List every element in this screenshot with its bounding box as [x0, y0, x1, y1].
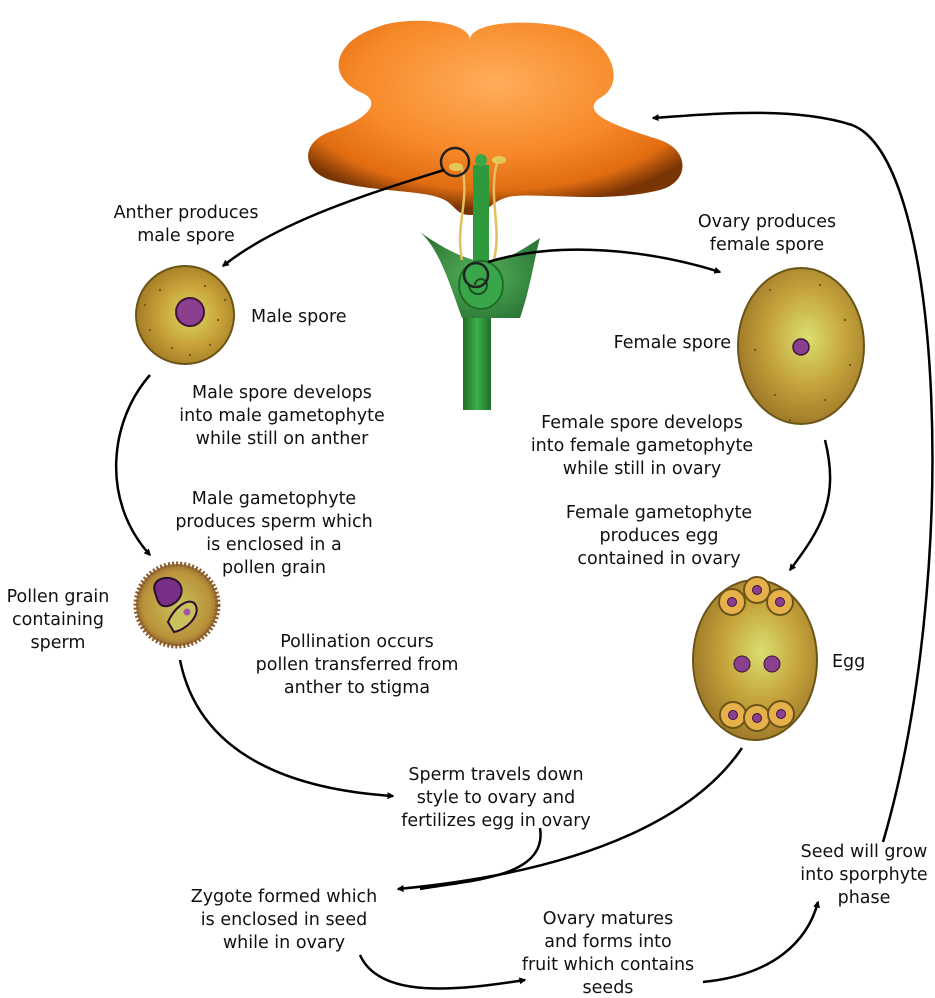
label-female-spore: Female spore: [614, 333, 731, 353]
label-line: anther to stigma: [284, 678, 430, 698]
label-line: Ovary produces: [698, 212, 836, 232]
arrow-female-spore-to-egg: [790, 440, 830, 570]
label-line: is enclosed in seed: [201, 910, 367, 930]
label-line: contained in ovary: [577, 549, 740, 569]
pollen-grain-cell: [136, 564, 218, 646]
label-line: phase: [838, 888, 891, 908]
label-line: pollen grain: [222, 558, 326, 578]
label-line: Male gametophyte: [192, 489, 356, 509]
label-line: pollen transferred from: [256, 655, 459, 675]
label-line: into male gametophyte: [179, 406, 384, 426]
label-line: Male spore: [251, 307, 347, 327]
arrow-sperm-to-zygote: [420, 828, 541, 889]
label-male-spore: Male spore: [251, 307, 347, 327]
label-male-develops: Male spore develops into male gametophyte…: [179, 383, 384, 449]
label-sperm-travels: Sperm travels down style to ovary and fert…: [401, 765, 591, 831]
egg-nucleus-left: [734, 656, 750, 672]
egg-cell: [693, 577, 817, 740]
arrow-male-spore-to-pollen: [116, 375, 150, 555]
label-ovary-matures: Ovary matures and forms into fruit which c…: [522, 909, 694, 998]
anther-right: [492, 156, 506, 164]
label-line: Pollen grain: [7, 587, 110, 607]
label-line: male spore: [137, 226, 234, 246]
label-line: Ovary matures: [543, 909, 673, 929]
label-line: Anther produces: [114, 203, 259, 223]
female-spore-cell: [738, 268, 864, 424]
pollen-sperm-large: [154, 578, 181, 606]
arrow-zygote-to-ovary-matures: [360, 955, 525, 989]
label-line: Seed will grow: [801, 842, 928, 862]
label-line: while in ovary: [223, 933, 345, 953]
label-zygote: Zygote formed which is enclosed in seed wh…: [191, 887, 378, 953]
anther-left: [449, 163, 463, 171]
label-line: containing: [12, 610, 104, 630]
egg-nucleus-right: [764, 656, 780, 672]
label-female-develops: Female spore develops into female gametop…: [531, 413, 753, 479]
label-line: into sporphyte: [800, 865, 927, 885]
label-line: female spore: [710, 235, 824, 255]
flower-petals: [308, 21, 682, 215]
male-nucleus: [176, 298, 204, 326]
label-line: Female spore: [614, 333, 731, 353]
label-line: is enclosed in a: [206, 535, 341, 555]
label-line: seeds: [583, 978, 634, 998]
stigma: [475, 154, 487, 166]
label-line: Pollination occurs: [280, 632, 433, 652]
label-line: Sperm travels down: [408, 765, 583, 785]
label-line: fertilizes egg in ovary: [401, 811, 591, 831]
label-pollination: Pollination occurs pollen transferred fro…: [256, 632, 459, 698]
label-female-gametophyte: Female gametophyte produces egg contained …: [566, 503, 752, 569]
label-line: Male spore develops: [192, 383, 372, 403]
label-ovary-produces: Ovary produces female spore: [698, 212, 836, 255]
label-seed-grow: Seed will grow into sporphyte phase: [800, 842, 927, 908]
label-anther-produces: Anther produces male spore: [114, 203, 259, 246]
label-line: while still in ovary: [563, 459, 721, 479]
female-nucleus: [793, 339, 809, 355]
label-male-gametophyte: Male gametophyte produces sperm which is e…: [175, 489, 372, 578]
arrow-ovary-matures-to-seed: [703, 902, 818, 982]
label-line: produces egg: [600, 526, 719, 546]
label-egg: Egg: [832, 652, 865, 672]
label-line: Female spore develops: [541, 413, 743, 433]
label-line: Female gametophyte: [566, 503, 752, 523]
label-line: and forms into: [544, 932, 672, 952]
label-line: into female gametophyte: [531, 436, 753, 456]
label-line: Zygote formed which: [191, 887, 378, 907]
label-line: produces sperm which: [175, 512, 372, 532]
label-pollen-grain: Pollen grain containing sperm: [7, 587, 110, 653]
male-spore-cell: [136, 266, 234, 364]
label-line: Egg: [832, 652, 865, 672]
label-line: sperm: [31, 633, 86, 653]
label-line: while still on anther: [196, 429, 369, 449]
label-line: fruit which contains: [522, 955, 694, 975]
flower-stem: [463, 318, 491, 410]
label-line: style to ovary and: [417, 788, 575, 808]
